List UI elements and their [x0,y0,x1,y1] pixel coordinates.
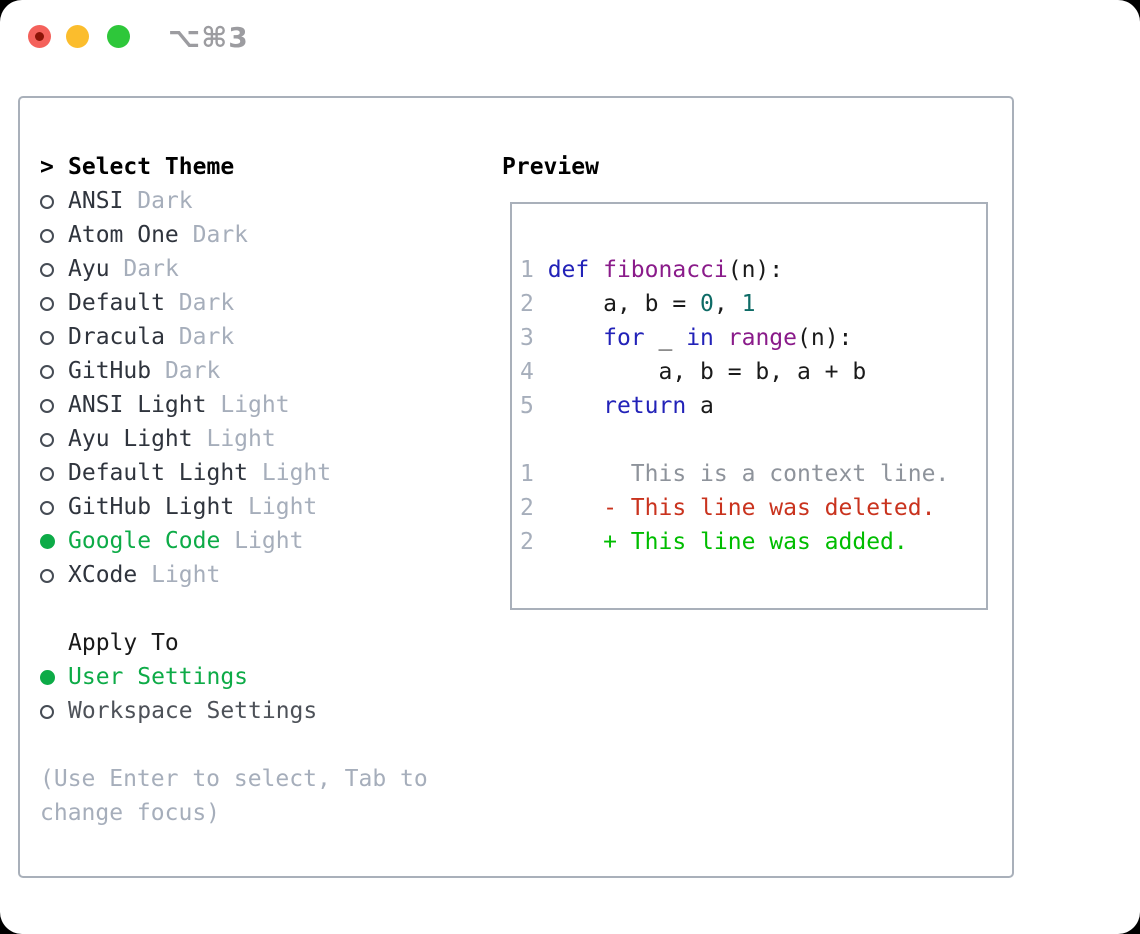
theme-variant: Dark [137,188,193,214]
theme-variant: Dark [178,290,235,316]
diff-preview: 1 This is a context line.2 - This line w… [520,457,986,559]
theme-variant: Dark [164,358,221,384]
apply-option-label: Workspace Settings [68,698,318,724]
preview-header: Preview [502,154,599,180]
line-number: 1 [520,461,548,487]
radio-icon [40,433,54,447]
apply-option-workspace-settings[interactable]: Workspace Settings [40,694,428,728]
line-number: 3 [520,325,548,351]
select-theme-header: > Select Theme [40,150,428,184]
radio-icon [40,501,54,515]
theme-name: ANSI Light [68,392,207,418]
theme-name: Dracula [68,324,165,350]
theme-item-ansi[interactable]: ANSI Dark [40,184,428,218]
spacer [40,592,428,626]
theme-variant: Dark [192,222,249,248]
code-line-1: 1 def fibonacci(n): [520,257,784,283]
help-text: (Use Enter to select, Tab to change focu… [40,762,428,830]
theme-item-ayu[interactable]: Ayu Dark [40,252,428,286]
theme-name: GitHub Light [68,494,235,520]
theme-name: Ayu [68,256,110,282]
radio-icon [40,263,54,277]
code-line-4: 4 a, b = b, a + b [520,359,867,385]
theme-name: Default Light [68,460,249,486]
line-number: 1 [520,257,548,283]
radio-icon [40,705,54,719]
code-line-2: 2 a, b = 0, 1 [520,291,756,317]
theme-variant: Light [220,392,290,418]
theme-variant: Light [261,460,332,486]
radio-selected-icon [40,670,55,685]
theme-variant: Light [206,426,276,452]
cursor-icon: > [40,154,54,180]
apply-to-title: Apply To [68,630,179,656]
code-preview: 1 def fibonacci(n): 2 a, b = 0, 1 3 for _ … [520,253,986,423]
code-line-3: 3 for _ in range(n): [520,325,853,351]
zoom-button[interactable] [107,25,130,48]
diff-text: - This line was deleted. [547,495,936,521]
apply-to-header: Apply To [40,626,428,660]
select-theme-title: Select Theme [68,154,235,180]
close-dot-icon [35,32,44,41]
diff-text: This is a context line. [547,461,950,487]
theme-variant: Dark [123,256,179,282]
theme-name: Default [68,290,165,316]
theme-variant: Light [248,494,318,520]
theme-item-ansi-light[interactable]: ANSI Light Light [40,388,428,422]
theme-item-google-code[interactable]: Google Code Light [40,524,428,558]
line-number: 4 [520,359,548,385]
line-number: 2 [520,495,548,521]
radio-icon [40,229,54,243]
diff-line-context: 1 This is a context line. [520,457,986,491]
theme-variant: Light [234,528,304,554]
diff-line-added: 2 + This line was added. [520,525,986,559]
window-title: ⌥⌘3 [168,21,249,54]
theme-name: ANSI [68,188,124,214]
line-number: 2 [520,291,548,317]
radio-icon [40,467,54,481]
theme-item-dracula[interactable]: Dracula Dark [40,320,428,354]
theme-item-atom-one[interactable]: Atom One Dark [40,218,428,252]
line-number: 2 [520,529,548,555]
help-line-1: (Use Enter to select, Tab to [40,766,428,792]
apply-option-label: User Settings [68,664,249,690]
theme-item-ayu-light[interactable]: Ayu Light Light [40,422,428,456]
titlebar: ⌥⌘3 [0,0,1140,72]
radio-selected-icon [40,534,55,549]
spacer [40,728,428,762]
theme-item-default[interactable]: Default Dark [40,286,428,320]
code-line-5: 5 return a [520,393,714,419]
line-number: 5 [520,393,548,419]
radio-icon [40,331,54,345]
theme-item-github-light[interactable]: GitHub Light Light [40,490,428,524]
theme-name: Google Code [68,528,221,554]
minimize-button[interactable] [66,25,89,48]
radio-icon [40,365,54,379]
diff-line-deleted: 2 - This line was deleted. [520,491,986,525]
theme-item-xcode[interactable]: XCode Light [40,558,428,592]
theme-name: Ayu Light [68,426,193,452]
preview-box: 1 def fibonacci(n): 2 a, b = 0, 1 3 for _ … [510,202,988,610]
theme-variant: Dark [178,324,235,350]
theme-name: GitHub [68,358,152,384]
theme-name: XCode [68,562,138,588]
radio-icon [40,195,54,209]
radio-icon [40,399,54,413]
diff-text: + This line was added. [547,529,908,555]
help-line-2: change focus) [40,800,221,826]
radio-icon [40,569,54,583]
radio-icon [40,297,54,311]
apply-option-user-settings[interactable]: User Settings [40,660,428,694]
theme-item-github[interactable]: GitHub Dark [40,354,428,388]
close-button[interactable] [28,25,51,48]
theme-name: Atom One [68,222,179,248]
theme-item-default-light[interactable]: Default Light Light [40,456,428,490]
theme-variant: Light [151,562,221,588]
